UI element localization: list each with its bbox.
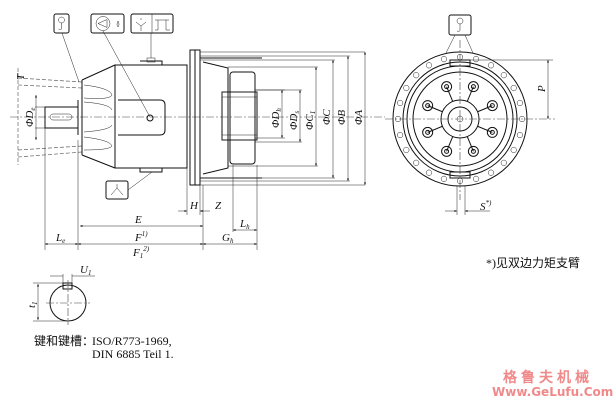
dim-label-Dh: ΦDh — [270, 108, 283, 128]
flange-bolt-hole — [487, 169, 495, 176]
dim-label-Ds: ΦDs — [288, 111, 301, 130]
motor-fan-cowl — [77, 64, 116, 169]
diameter-dimensions — [281, 52, 366, 185]
dim-label-A: ΦA — [353, 110, 365, 125]
fan-cover-outline — [17, 68, 83, 165]
flange-bolt-hole — [394, 115, 402, 123]
dim-label-t1: t1 — [26, 301, 39, 308]
dim-label-Lh: Lh — [239, 218, 250, 231]
hub-bolt-boss — [489, 129, 495, 135]
flange-bolt-hole — [403, 84, 410, 92]
dim-label-F: F1) — [134, 230, 148, 244]
hub-bolt-boss — [486, 126, 498, 138]
hub-spoke — [427, 105, 443, 113]
hub-bolt-boss — [444, 148, 450, 154]
key-standard-line-2: DIN 6885 Teil 1. — [92, 347, 174, 361]
adapter-flange — [189, 49, 201, 186]
hub-bolt-boss — [444, 84, 450, 90]
flange-bolt-hole — [456, 53, 464, 61]
hub-bolt-boss — [486, 100, 498, 112]
dim-label-De: ΦDe — [24, 108, 37, 127]
hub-bolt-boss — [441, 81, 453, 93]
flange-bolt-hole — [456, 177, 464, 185]
flange-bolt-hole — [425, 169, 433, 176]
key-standard-line-1: ISO/R773-1969, — [92, 334, 172, 348]
hub-bolt-boss — [470, 148, 476, 154]
dim-label-C1: ΦC1 — [304, 111, 317, 130]
dim-label-H: H — [189, 200, 199, 212]
dim-label-Le: Le — [55, 232, 65, 245]
hub-spoke — [477, 105, 493, 113]
hub-bolt-boss — [422, 126, 434, 138]
oil-level-icon — [90, 13, 151, 118]
watermark-cn: 格鲁夫机械 — [503, 369, 593, 386]
flange-bolt-hole — [516, 131, 523, 139]
dim-label-F1: F12) — [132, 245, 150, 260]
dim-label-T: T — [15, 73, 27, 80]
oil-drain-and-breather-icon — [130, 13, 174, 58]
hub-spoke — [466, 136, 474, 152]
flange-bolt-hole — [487, 62, 495, 69]
dim-label-C: ΦC — [321, 109, 333, 125]
hub-bolt-boss — [467, 145, 479, 157]
flange-bolt-hole — [510, 146, 517, 154]
dim-label-S: S*) — [480, 199, 492, 213]
hub-spoke — [466, 86, 474, 102]
dim-label-P: P — [536, 85, 548, 93]
flange-bolt-hole — [510, 84, 517, 92]
gearbox-housing — [200, 51, 365, 186]
hub-bolt-boss — [489, 103, 495, 109]
flange-bolt-hole — [397, 131, 404, 139]
flange-bolt-hole — [472, 56, 480, 63]
dim-label-B: ΦB — [336, 110, 348, 125]
hub-spoke — [427, 125, 443, 133]
dim-label-Gh: Gh — [222, 232, 234, 245]
footnote: *)见双边力矩支臂 — [486, 256, 580, 270]
hub-bolt-boss — [425, 129, 431, 135]
end-view — [385, 40, 555, 200]
lifting-hook-icon — [53, 13, 80, 83]
hub-bolt-boss — [441, 145, 453, 157]
flange-bolt-hole — [516, 99, 523, 107]
flange-bolt-hole — [425, 62, 433, 69]
hub-bolt-boss — [470, 84, 476, 90]
key-standard-label: 键和键槽： — [34, 334, 94, 348]
flange-bolt-hole — [472, 175, 480, 182]
flange-bolt-hole — [440, 56, 448, 63]
flange-bolt-hole — [500, 72, 507, 79]
flange-bolt-hole — [403, 146, 410, 154]
oil-fill-icon — [105, 171, 153, 200]
flange-bolt-hole — [518, 115, 526, 123]
hub-spoke — [477, 125, 493, 133]
dim-label-Z: Z — [215, 200, 222, 212]
flange-bolt-hole — [413, 159, 420, 166]
input-shaft — [44, 106, 79, 129]
flange-bolt-hole — [440, 175, 448, 182]
hub-bolt-boss — [425, 103, 431, 109]
dim-label-E: E — [134, 214, 142, 226]
key-section-view — [33, 274, 95, 325]
flange-bolt-hole — [500, 159, 507, 166]
hub-bolt-boss — [467, 81, 479, 93]
watermark-url: Www.GeLufu.Com — [492, 385, 613, 399]
flange-bolt-hole — [397, 99, 404, 107]
motor-body — [114, 57, 188, 173]
flange-bolt-hole — [413, 72, 420, 79]
hub-spoke — [446, 136, 454, 152]
lifting-hook-icon-end-view — [445, 14, 474, 54]
hub-spoke — [446, 86, 454, 102]
hub-bolt-boss — [422, 100, 434, 112]
dim-label-U1: U1 — [80, 264, 91, 277]
